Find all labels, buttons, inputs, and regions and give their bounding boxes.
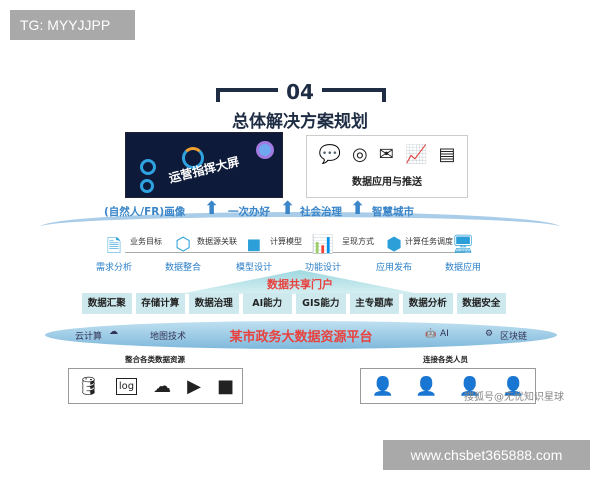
- people-box: 👤 👤 👤 👤: [360, 368, 536, 404]
- flow-curve: [40, 212, 560, 242]
- donut-icon: [140, 179, 154, 193]
- capability-item: 存储计算: [135, 293, 185, 314]
- message-circle-icon: ◎: [352, 144, 368, 165]
- robot-icon: 🤖: [425, 329, 437, 339]
- resources-label: 整合各类数据资源: [125, 355, 185, 364]
- video-play-icon: ▶: [187, 375, 201, 397]
- process-line: [125, 252, 465, 253]
- step-requirements: 🗎 需求分析: [79, 234, 149, 273]
- edge-label: 计算任务调度: [405, 237, 453, 246]
- output-label: 社会治理: [300, 206, 342, 218]
- overlay-label: TG: MYYJJPP: [10, 10, 135, 40]
- data-push-label: 数据应用与推送: [352, 177, 422, 188]
- capability-item: GIS能力: [296, 293, 346, 314]
- people-label: 连接各类人员: [423, 355, 468, 364]
- donut-icon: [182, 147, 204, 169]
- user-icon: 👤: [371, 375, 394, 397]
- watermark: 搜狐号@无忧知识星球: [464, 392, 564, 403]
- portal-title: 数据共享门户: [267, 278, 333, 291]
- section-number: 04: [0, 80, 600, 104]
- chart-growth-icon: 📈: [404, 144, 428, 165]
- chat-bubble-icon: 💬: [318, 144, 341, 165]
- data-push-panel: 💬 ◎ ✉ 📈 ▤ 数据应用与推送: [306, 135, 468, 198]
- user-female-icon: 👤: [502, 375, 525, 397]
- box-icon: ⬢: [386, 234, 402, 255]
- capability-item: 数据汇聚: [82, 293, 132, 314]
- platform-title: 某市政务大数据资源平台: [229, 330, 373, 345]
- section-number-text: 04: [278, 80, 322, 104]
- arrow-up-icon: ⬆: [280, 198, 296, 219]
- layers-icon: ■: [216, 375, 234, 397]
- step-label: 应用发布: [375, 263, 412, 273]
- pie-icon: [256, 141, 274, 159]
- capability-item: 数据治理: [189, 293, 239, 314]
- document-add-icon: 🗎: [106, 236, 122, 257]
- capability-item: 主专题库: [349, 293, 399, 314]
- output-label: 智慧城市: [372, 206, 414, 218]
- step-application: 🖥 数据应用: [428, 234, 498, 273]
- user-badge-icon: 👤: [415, 375, 438, 397]
- edge-label: 数据源关联: [197, 237, 237, 246]
- platform-tech: AI: [440, 329, 449, 339]
- monitor-clock-icon: 🖥: [451, 234, 475, 255]
- capability-row: 数据汇聚 存储计算 数据治理 AI能力 GIS能力 主专题库 数据分析 数据安全: [82, 293, 506, 314]
- step-label: 数据应用: [444, 263, 481, 273]
- note-icon: ▤: [438, 144, 456, 165]
- cubes-icon: ◼: [246, 234, 262, 255]
- step-release: ⬢ 应用发布: [359, 234, 429, 273]
- donut-icon: [140, 159, 156, 175]
- step-function: 📊 功能设计: [288, 234, 358, 273]
- capability-item: 数据分析: [403, 293, 453, 314]
- platform-tech: 云计算: [75, 332, 103, 342]
- step-label: 数据整合: [164, 263, 201, 273]
- mail-icon: ✉: [378, 144, 394, 165]
- dashboard-label: 运营指挥大屏: [167, 154, 241, 186]
- platform-tech: 区块链: [500, 332, 528, 342]
- blockchain-icon: ⚙: [485, 329, 494, 339]
- page-title: 总体解决方案规划: [232, 112, 368, 132]
- platform-tech: 地图技术: [150, 332, 187, 342]
- edge-label: 呈现方式: [342, 237, 374, 246]
- edge-label: 业务目标: [130, 237, 162, 246]
- arrow-up-icon: ⬆: [350, 198, 366, 219]
- output-label: (自然人/FR)画像: [104, 206, 186, 218]
- arrow-up-icon: ⬆: [204, 198, 220, 219]
- step-label: 模型设计: [235, 263, 272, 273]
- step-label: 功能设计: [304, 263, 341, 273]
- step-model: ◼ 模型设计: [219, 234, 289, 273]
- step-integration: ⬡ 数据整合: [148, 234, 218, 273]
- step-label: 需求分析: [95, 263, 132, 273]
- capability-item: AI能力: [242, 293, 292, 314]
- user-tie-icon: 👤: [458, 375, 481, 397]
- platform-base: 云计算 ☁ 地图技术 某市政务大数据资源平台 🤖 AI ⚙ 区块链: [45, 321, 557, 349]
- cloud-icon: ☁: [109, 327, 118, 337]
- line-chart-icon: 📊: [311, 234, 335, 255]
- output-label: 一次办好: [228, 206, 270, 218]
- database-icon: 🛢: [77, 375, 100, 397]
- log-file-icon: log: [115, 377, 138, 395]
- cloud-network-icon: ☁: [153, 375, 172, 397]
- dashboard-thumbnail: 运营指挥大屏: [125, 132, 283, 198]
- hexagon-chart-icon: ⬡: [175, 234, 191, 255]
- edge-label: 计算模型: [270, 237, 302, 246]
- resources-box: 🛢 log ☁ ▶ ■: [68, 368, 243, 404]
- footer-url: www.chsbet365888.com: [383, 440, 590, 470]
- capability-item: 数据安全: [456, 293, 506, 314]
